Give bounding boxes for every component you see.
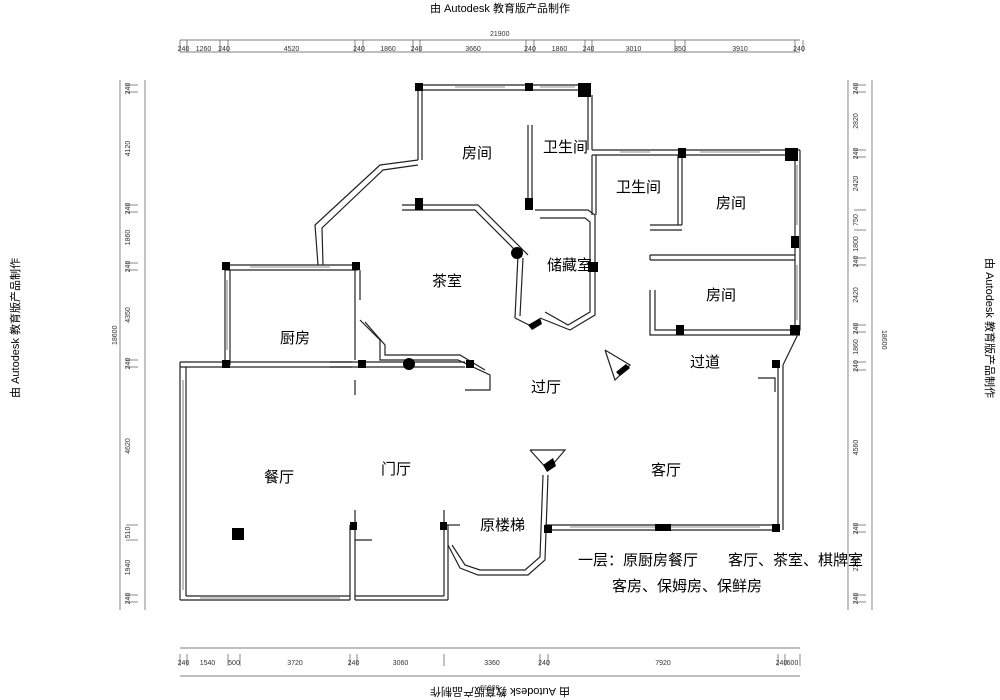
dim-bottom-0: 240 xyxy=(178,660,190,667)
label-room-c: 房间 xyxy=(706,287,736,304)
dim-top-10: 240 xyxy=(583,46,595,53)
watermark-top: 由 Autodesk 教育版产品制作 xyxy=(430,3,570,15)
label-hall: 过厅 xyxy=(531,379,561,396)
dimension-right: 240 2820 240 2420 750 1800 240 2420 240 1860 240 45… xyxy=(847,80,873,610)
dim-bottom-9: 240 xyxy=(776,660,788,667)
dim-left-4: 240 xyxy=(125,261,132,273)
note-line-2: 客房、保姆房、保鲜房 xyxy=(612,579,763,595)
dim-left-7: 4620 xyxy=(125,438,132,454)
dim-right-10: 240 xyxy=(853,360,860,372)
dim-right-7: 2420 xyxy=(853,287,860,303)
dim-right-5: 1800 xyxy=(853,236,860,252)
label-room-a: 房间 xyxy=(462,145,492,162)
dim-bottom-1: 1540 xyxy=(200,660,216,667)
dim-top-12: 350 xyxy=(674,46,686,53)
dim-right-6: 240 xyxy=(853,256,860,268)
dim-bottom-4: 240 xyxy=(348,660,360,667)
dim-left-0: 240 xyxy=(125,83,132,95)
dim-left-6: 240 xyxy=(125,358,132,370)
label-tea-room: 茶室 xyxy=(432,273,462,290)
label-bath-b: 卫生间 xyxy=(616,179,661,196)
dim-bottom-7: 240 xyxy=(538,660,550,667)
dim-top-7: 3660 xyxy=(465,46,481,53)
dim-top-5: 1860 xyxy=(380,46,396,53)
label-stairs: 原楼梯 xyxy=(480,517,525,534)
columns xyxy=(222,83,800,540)
dim-left-1: 4120 xyxy=(125,141,132,157)
dim-bottom-total: 21900 xyxy=(480,685,500,692)
label-corridor: 过道 xyxy=(690,354,720,371)
dim-top-8: 240 xyxy=(524,46,536,53)
label-storage: 储藏室 xyxy=(547,257,592,274)
dimension-left: 240 4120 240 1860 240 4350 240 4620 510 1940 240 xyxy=(119,80,146,610)
dim-right-9: 1860 xyxy=(853,339,860,355)
dim-left-8: 510 xyxy=(125,527,132,539)
dim-top-2: 240 xyxy=(218,46,230,53)
dim-right-12: 240 xyxy=(853,523,860,535)
dim-bottom-6: 3360 xyxy=(484,660,500,667)
dim-top-9: 1860 xyxy=(552,46,568,53)
windows xyxy=(182,86,798,599)
dim-top-1: 1260 xyxy=(196,46,212,53)
dim-bottom-5: 3060 xyxy=(393,660,409,667)
dim-right-2: 240 xyxy=(853,148,860,160)
dim-right-0: 240 xyxy=(853,83,860,95)
watermark-left: 由 Autodesk 教育版产品制作 xyxy=(9,258,22,398)
dim-right-11: 4560 xyxy=(853,440,860,456)
dim-right-4: 750 xyxy=(853,214,860,226)
dim-right-14: 240 xyxy=(853,593,860,605)
dim-top-6: 240 xyxy=(411,46,423,53)
dim-left-total: 18600 xyxy=(112,325,119,345)
dim-left-2: 240 xyxy=(125,203,132,215)
dim-left-10: 240 xyxy=(125,593,132,605)
dim-top-3: 4520 xyxy=(284,46,300,53)
dim-right-8: 240 xyxy=(853,323,860,335)
label-foyer: 门厅 xyxy=(381,461,411,478)
dim-bottom-2: 500 xyxy=(228,660,240,667)
dim-top-total: 21900 xyxy=(490,31,510,38)
dim-bottom-8: 7920 xyxy=(655,660,671,667)
dim-top-0: 240 xyxy=(178,46,190,53)
watermark-bottom: 由 Autodesk 教育版产品制作 xyxy=(430,685,570,697)
walls xyxy=(179,84,801,601)
dim-right-1: 2820 xyxy=(853,113,860,129)
label-room-b: 房间 xyxy=(716,195,746,212)
dim-left-5: 4350 xyxy=(125,307,132,323)
dimension-top: 240 1260 240 4520 240 1860 240 3660 240 1860 240 30… xyxy=(178,39,805,53)
dim-top-14: 240 xyxy=(793,46,805,53)
label-kitchen: 厨房 xyxy=(280,330,310,347)
note-line-1: 一层：原厨房餐厅 客厅、茶室、棋牌室 xyxy=(578,553,864,569)
dim-top-13: 3910 xyxy=(732,46,748,53)
dim-top-11: 3010 xyxy=(626,46,642,53)
dim-right-total: 18600 xyxy=(880,330,887,350)
label-dining: 餐厅 xyxy=(264,469,294,486)
dim-right-3: 2420 xyxy=(853,176,860,192)
dim-bottom-10: 600 xyxy=(787,660,799,667)
dim-left-9: 1940 xyxy=(125,560,132,576)
watermark-right: 由 Autodesk 教育版产品制作 xyxy=(982,258,995,398)
dim-top-4: 240 xyxy=(353,46,365,53)
dim-left-3: 1860 xyxy=(125,230,132,246)
label-bath-a: 卫生间 xyxy=(543,139,588,156)
dim-bottom-3: 3720 xyxy=(287,660,303,667)
label-living: 客厅 xyxy=(651,462,681,479)
dim-right-13: 2280 xyxy=(853,556,860,572)
